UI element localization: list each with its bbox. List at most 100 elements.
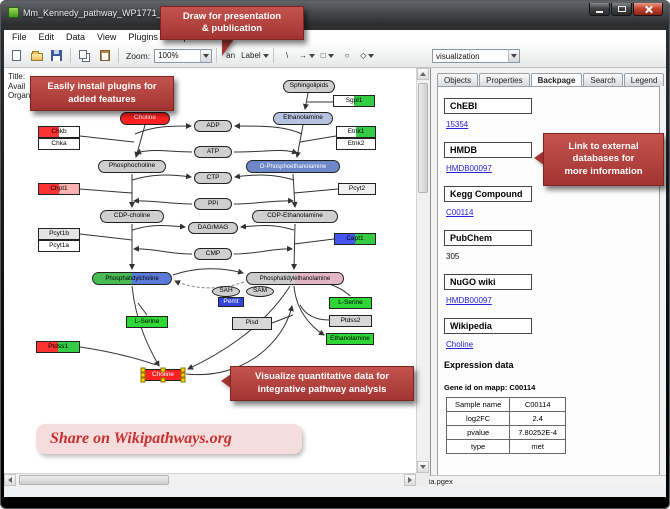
shape-tool-button[interactable]: ◇	[358, 46, 377, 65]
selection-handle[interactable]	[140, 377, 146, 383]
node-pcyt1b[interactable]: Pcyt1b	[38, 228, 80, 240]
node-phosphatidylethanolamine[interactable]: Phosphatidylethanolamine	[246, 272, 344, 285]
zoom-dropdown-arrow[interactable]	[200, 49, 212, 62]
menu-item-view[interactable]: View	[97, 32, 117, 42]
node-chpt1[interactable]: Chpt1	[38, 183, 80, 195]
node-sam[interactable]: SAM	[246, 286, 274, 297]
zoom-combobox[interactable]: 100%	[154, 48, 213, 63]
selection-handle[interactable]	[160, 367, 166, 373]
backpage-link[interactable]: HMDB00097	[446, 164, 492, 173]
node-atp[interactable]: ATP	[194, 146, 232, 158]
node-adp[interactable]: ADP	[194, 120, 232, 132]
rectangle-tool-button[interactable]: □	[318, 46, 337, 65]
open-file-button[interactable]	[27, 46, 46, 65]
copy-button[interactable]	[75, 46, 94, 65]
node-dag-mag[interactable]: DAG/MAG	[188, 222, 238, 234]
node-l-serine[interactable]: L-Serine	[329, 297, 372, 309]
backpage-link[interactable]: Choline	[446, 340, 474, 349]
label-tool-button[interactable]: Label	[241, 46, 269, 65]
node-phosphocholine[interactable]: Phosphocholine	[98, 160, 166, 173]
save-button[interactable]	[47, 46, 66, 65]
node-sah[interactable]: SAH	[212, 286, 240, 297]
tab-legend[interactable]: Legend	[623, 73, 665, 86]
visualization-combobox[interactable]: visualization	[432, 49, 520, 63]
horizontal-scroll-thumb[interactable]	[19, 475, 169, 485]
scroll-up-button[interactable]	[417, 68, 429, 80]
selection-handle[interactable]	[180, 372, 186, 378]
node-ctp[interactable]: CTP	[194, 172, 232, 184]
selection-handle[interactable]	[160, 377, 166, 383]
expression-table-header-cell: Sample name	[445, 397, 511, 412]
pathway-edges	[79, 92, 351, 376]
selection-handle[interactable]	[180, 377, 186, 383]
ellipse-tool-button[interactable]: ○	[338, 46, 357, 65]
paste-button[interactable]	[95, 46, 114, 65]
tab-properties[interactable]: Properties	[479, 73, 530, 86]
node-chka[interactable]: Chka	[38, 138, 80, 150]
backpage-section-header: NuGO wiki	[444, 274, 532, 290]
arrow-tool-button[interactable]: →	[298, 46, 317, 65]
backpage-link[interactable]: HMDB00097	[446, 296, 492, 305]
maximize-button[interactable]	[611, 3, 632, 16]
node-sgpl1[interactable]: Sgpl1	[333, 95, 375, 107]
menu-item-file[interactable]: File	[12, 32, 27, 42]
tab-backpage[interactable]: Backpage	[530, 73, 583, 86]
node-phosphatidylcholine[interactable]: Phosphatidylcholine	[92, 272, 172, 285]
arrow-right-icon	[408, 477, 412, 483]
selection-handle[interactable]	[140, 367, 146, 373]
selection-handle[interactable]	[180, 367, 186, 373]
node-etnk2[interactable]: Etnk2	[336, 138, 376, 150]
node-cdp-ethanolamine[interactable]: CDP-Ethanolamine	[252, 210, 338, 223]
node-pemt[interactable]: Pemt	[218, 297, 244, 307]
node-ethanolamine[interactable]: Ethanolamine	[273, 112, 333, 125]
node-ptdss1[interactable]: Ptdss1	[36, 341, 80, 353]
node-o-phosphoethanolamine[interactable]: O-Phosphoethanolamine	[246, 160, 340, 173]
tab-objects[interactable]: Objects	[437, 73, 479, 86]
node-choline[interactable]: Choline	[140, 367, 186, 383]
node-choline[interactable]: Choline	[120, 112, 170, 125]
menu-bar: FileEditDataViewPluginsHelp	[4, 30, 666, 44]
scroll-left-button[interactable]	[4, 474, 16, 486]
node-ptdss2[interactable]: Ptdss2	[329, 315, 372, 327]
node-cept1[interactable]: Cept1	[334, 233, 376, 245]
vertical-scrollbar[interactable]	[416, 68, 429, 473]
node-cmp[interactable]: CMP	[194, 248, 232, 260]
toolbar-separator	[272, 48, 274, 63]
menu-item-edit[interactable]: Edit	[38, 32, 55, 42]
line-tool-button[interactable]: \	[278, 46, 297, 65]
horizontal-scrollbar[interactable]	[4, 473, 416, 486]
toolbar: Zoom: 100% an Label \ → □ ○ ◇	[4, 44, 666, 68]
node-chkb[interactable]: Chkb	[38, 126, 80, 138]
callout-visualize-data: Visualize quantitative data for integrat…	[230, 366, 414, 401]
minimize-button[interactable]	[589, 3, 610, 16]
vertical-scroll-thumb[interactable]	[418, 83, 428, 193]
menu-item-data[interactable]: Data	[66, 32, 86, 42]
selection-handle[interactable]	[140, 372, 146, 378]
node-l-serine[interactable]: L-Serine	[126, 316, 168, 328]
scroll-down-button[interactable]	[417, 461, 429, 473]
new-file-button[interactable]	[7, 46, 26, 65]
backpage-link[interactable]: 15354	[446, 120, 469, 129]
tab-search[interactable]: Search	[583, 73, 623, 86]
node-etnk1[interactable]: Etnk1	[336, 126, 376, 138]
node-pcyt1a[interactable]: Pcyt1a	[38, 240, 80, 252]
menu-item-plugins[interactable]: Plugins	[128, 32, 158, 42]
scroll-right-button[interactable]	[404, 474, 416, 486]
node-sphingolipids[interactable]: Sphingolipids	[283, 80, 335, 93]
close-button[interactable]	[633, 3, 663, 16]
visualization-dropdown-arrow[interactable]	[508, 50, 519, 62]
node-pisd[interactable]: Pisd	[232, 317, 272, 330]
expression-table-header-cell: C00114	[509, 397, 567, 412]
canvas-info-line: Title:	[8, 72, 26, 81]
backpage-link[interactable]: C00114	[446, 208, 474, 217]
node-cdp-choline[interactable]: CDP-choline	[100, 210, 164, 223]
node-pcyt2[interactable]: Pcyt2	[338, 183, 376, 195]
node-ppi[interactable]: PPi	[194, 198, 232, 210]
node-ethanolamine[interactable]: Ethanolamine	[326, 333, 374, 345]
